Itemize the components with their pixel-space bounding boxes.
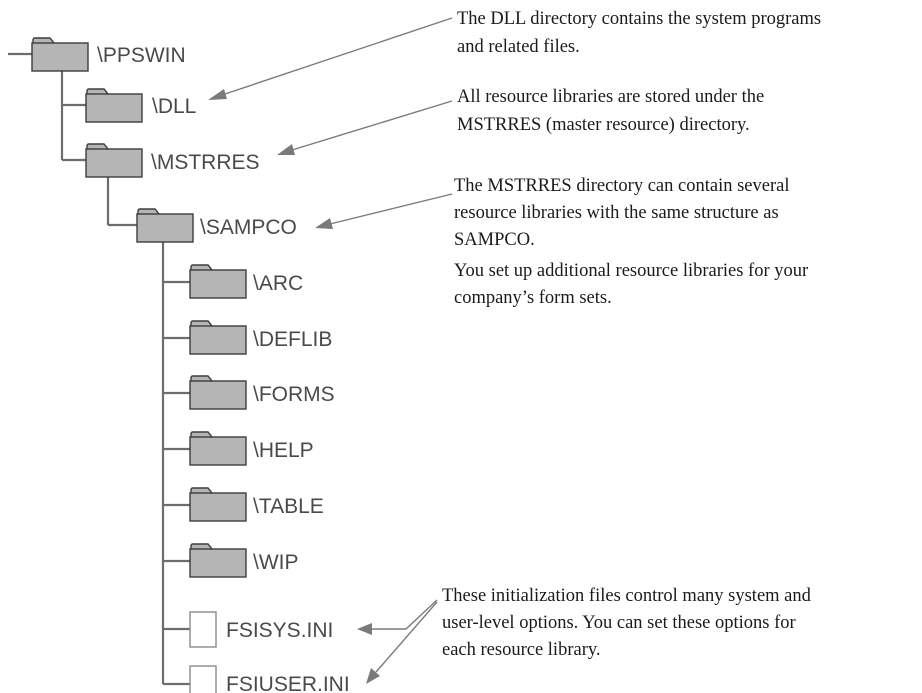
folder-label: \TABLE — [253, 495, 324, 518]
folder-table[interactable]: \TABLE — [189, 487, 324, 522]
file-label: FSIUSER.INI — [226, 673, 350, 693]
svg-text:You set up additional resource: You set up additional resource libraries… — [454, 261, 808, 281]
folder-label: \ARC — [253, 272, 303, 295]
arrow-fsiuser — [375, 601, 438, 673]
file-fsiuser-ini[interactable]: FSIUSER.INI — [189, 665, 350, 693]
folder-icon — [189, 487, 247, 522]
note-dll: The DLL directory contains the system pr… — [457, 9, 821, 57]
svg-text:each resource library.: each resource library. — [442, 640, 601, 660]
svg-text:The MSTRRES directory can cont: The MSTRRES directory can contain severa… — [454, 176, 789, 196]
folder-label: \WIP — [253, 551, 299, 574]
folder-icon — [189, 264, 247, 299]
folder-label: \PPSWIN — [97, 44, 186, 67]
folder-ppswin[interactable]: \PPSWIN — [31, 37, 186, 72]
folder-icon — [136, 208, 194, 243]
tree-connectors — [8, 52, 190, 686]
folder-icon — [189, 543, 247, 578]
file-icon — [189, 665, 217, 693]
folder-label: \SAMPCO — [200, 216, 297, 239]
folder-label: \FORMS — [253, 383, 335, 406]
folder-deflib[interactable]: \DEFLIB — [189, 320, 332, 355]
folder-icon — [189, 320, 247, 355]
note-mstrres: All resource libraries are stored under … — [457, 87, 764, 135]
folder-mstrres[interactable]: \MSTRRES — [85, 143, 260, 178]
folder-forms[interactable]: \FORMS — [189, 375, 335, 410]
arrow-mstrres — [291, 100, 453, 151]
svg-text:These initialization files con: These initialization files control many … — [442, 586, 812, 606]
note-additional-libraries: You set up additional resource libraries… — [454, 261, 808, 308]
note-sampco: The MSTRRES directory can contain severa… — [454, 176, 789, 250]
arrow-dll — [221, 17, 453, 96]
folder-icon — [189, 431, 247, 466]
file-icon — [189, 611, 217, 648]
svg-text:user-level options. You can se: user-level options. You can set these op… — [442, 613, 796, 633]
svg-text:The DLL directory contains the: The DLL directory contains the system pr… — [457, 9, 821, 29]
svg-text:resource libraries with the sa: resource libraries with the same structu… — [454, 203, 779, 223]
folder-label: \DLL — [152, 95, 196, 118]
svg-text:All resource libraries are sto: All resource libraries are stored under … — [457, 87, 764, 107]
folder-help[interactable]: \HELP — [189, 431, 314, 466]
folder-arc[interactable]: \ARC — [189, 264, 303, 299]
folder-label: \MSTRRES — [151, 151, 260, 174]
svg-text:MSTRRES (master resource) dire: MSTRRES (master resource) directory. — [457, 115, 750, 135]
arrow-sampco — [329, 193, 453, 225]
folder-wip[interactable]: \WIP — [189, 543, 299, 578]
callout-arrows — [208, 17, 453, 684]
folder-icon — [189, 375, 247, 410]
folder-label: \DEFLIB — [253, 328, 332, 351]
folder-sampco[interactable]: \SAMPCO — [136, 208, 297, 243]
folder-label: \HELP — [253, 439, 314, 462]
folder-icon — [85, 88, 143, 123]
note-ini-files: These initialization files control many … — [442, 586, 812, 660]
folder-icon — [31, 37, 89, 72]
file-fsisys-ini[interactable]: FSISYS.INI — [189, 611, 333, 648]
folder-icon — [85, 143, 143, 178]
arrow-fsisys — [372, 599, 438, 630]
file-label: FSISYS.INI — [226, 619, 333, 642]
folder-dll[interactable]: \DLL — [85, 88, 196, 123]
svg-text:company’s form sets.: company’s form sets. — [454, 288, 612, 308]
svg-text:and related files.: and related files. — [457, 37, 580, 57]
svg-text:SAMPCO.: SAMPCO. — [454, 230, 535, 250]
